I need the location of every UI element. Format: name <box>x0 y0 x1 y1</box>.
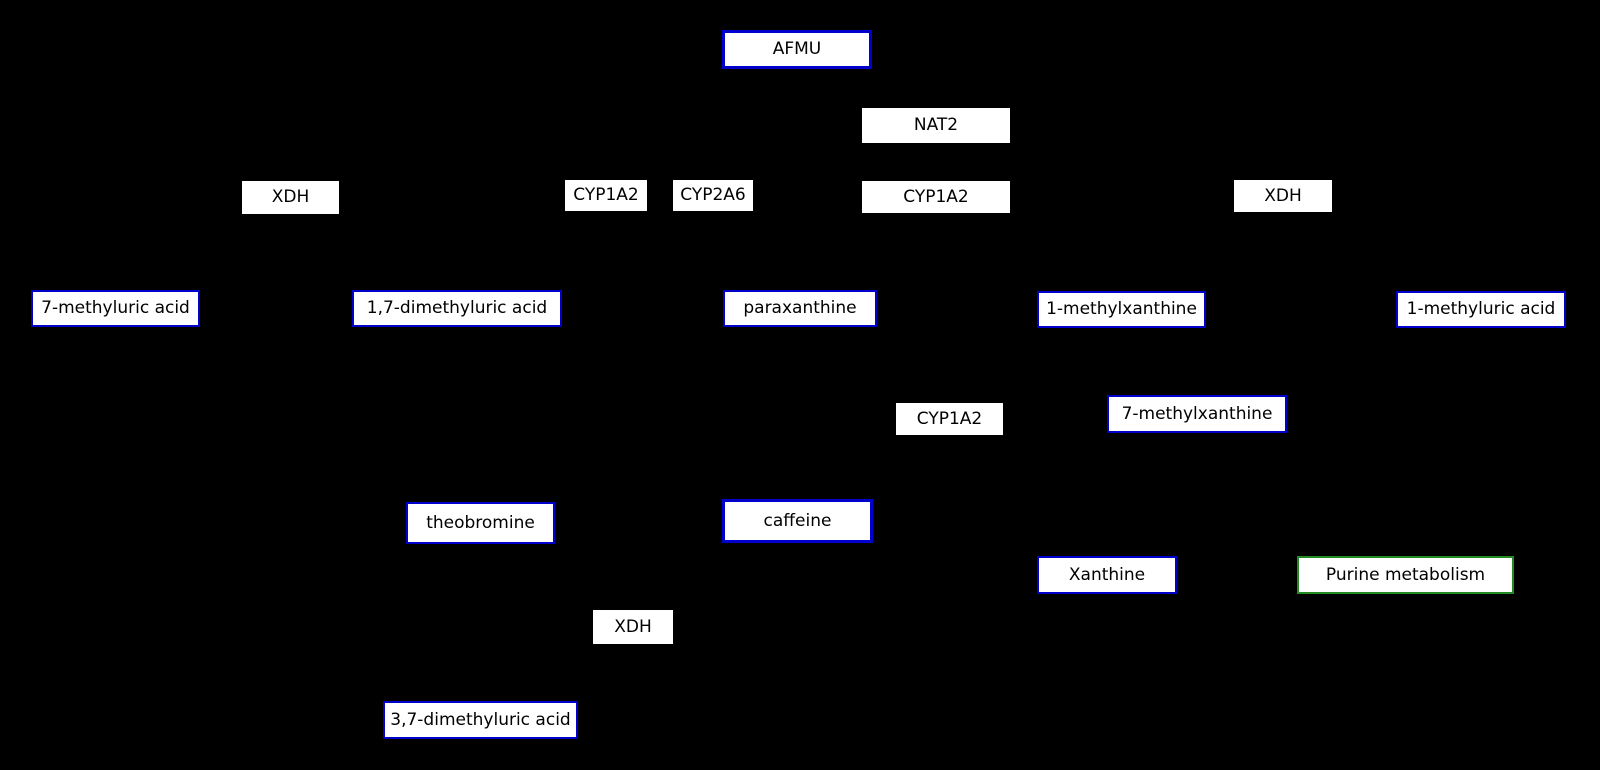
node-xdh-bottom[interactable]: XDH <box>593 610 673 644</box>
node-afmu[interactable]: AFMU <box>722 30 872 69</box>
node-cyp1a2-top-left[interactable]: CYP1A2 <box>565 180 647 211</box>
node-paraxanthine[interactable]: paraxanthine <box>723 290 877 327</box>
node-nat2[interactable]: NAT2 <box>862 108 1010 143</box>
node-1-7-dimethyluric-acid[interactable]: 1,7-dimethyluric acid <box>352 290 562 327</box>
node-cyp1a2-mid[interactable]: CYP1A2 <box>896 403 1003 435</box>
node-7-methyluric-acid[interactable]: 7-methyluric acid <box>31 290 200 327</box>
node-purine-metabolism[interactable]: Purine metabolism <box>1297 556 1514 594</box>
node-cyp1a2-top-right[interactable]: CYP1A2 <box>862 181 1010 213</box>
node-7-methylxanthine[interactable]: 7-methylxanthine <box>1107 395 1287 433</box>
node-theobromine[interactable]: theobromine <box>406 502 555 544</box>
node-cyp2a6[interactable]: CYP2A6 <box>673 180 753 211</box>
node-xanthine[interactable]: Xanthine <box>1037 556 1177 594</box>
node-1-methyluric-acid[interactable]: 1-methyluric acid <box>1396 291 1566 328</box>
node-xdh-left[interactable]: XDH <box>242 181 339 214</box>
node-xdh-right[interactable]: XDH <box>1234 180 1332 212</box>
node-3-7-dimethyluric-acid[interactable]: 3,7-dimethyluric acid <box>383 701 578 739</box>
node-caffeine[interactable]: caffeine <box>722 499 873 543</box>
node-1-methylxanthine[interactable]: 1-methylxanthine <box>1037 291 1206 328</box>
